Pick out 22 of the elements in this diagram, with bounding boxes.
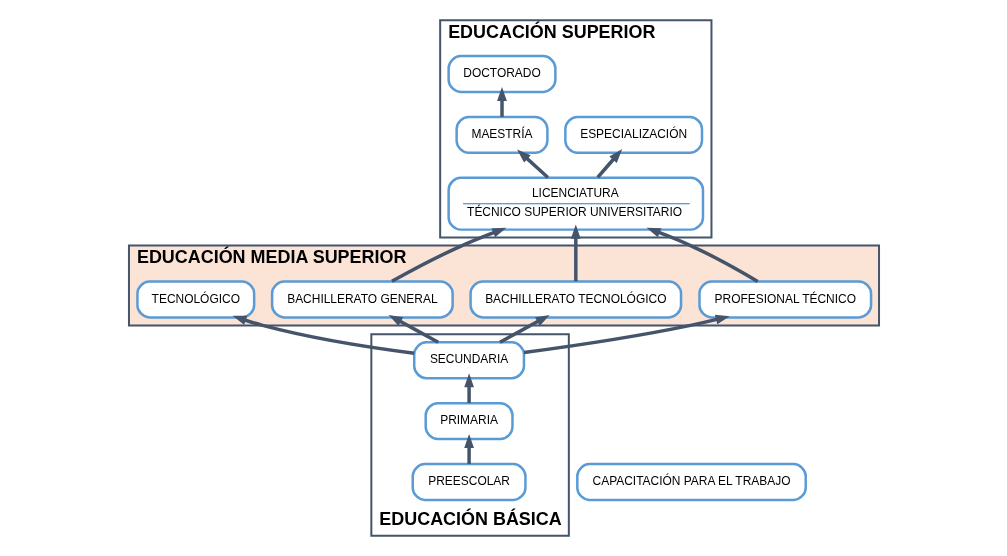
node-box: PROFESIONAL TÉCNICO: [697, 280, 872, 319]
arrow: [463, 373, 474, 404]
node-box: PRIMARIA: [423, 401, 514, 441]
node-box: BACHILLERATO GENERAL: [270, 280, 454, 319]
node-box: PREESCOLAR: [411, 462, 527, 502]
arrow: [390, 227, 506, 283]
node-box: TECNOLÓGICO: [135, 280, 255, 319]
node-box: DOCTORADO: [446, 54, 557, 94]
arrow: [496, 86, 507, 117]
node-box: BACHILLERATO TECNOLÓGICO: [468, 280, 682, 319]
arrow: [231, 315, 414, 355]
arrow: [595, 149, 622, 179]
arrow: [570, 224, 581, 282]
arrow: [516, 149, 549, 179]
node-box: SECUNDARIA: [412, 341, 525, 380]
arrow: [646, 227, 759, 283]
node-box: LICENCIATURA TÉCNICO SUPERIOR UNIVERSITARIO: [446, 176, 704, 231]
node-box: ESPECIALIZACIÓN: [563, 115, 703, 155]
node-box: CAPACITACIÓN PARA EL TRABAJO: [575, 462, 807, 502]
node-box: MAESTRÍA: [454, 115, 549, 155]
arrow: [463, 434, 474, 464]
arrow: [523, 314, 730, 355]
